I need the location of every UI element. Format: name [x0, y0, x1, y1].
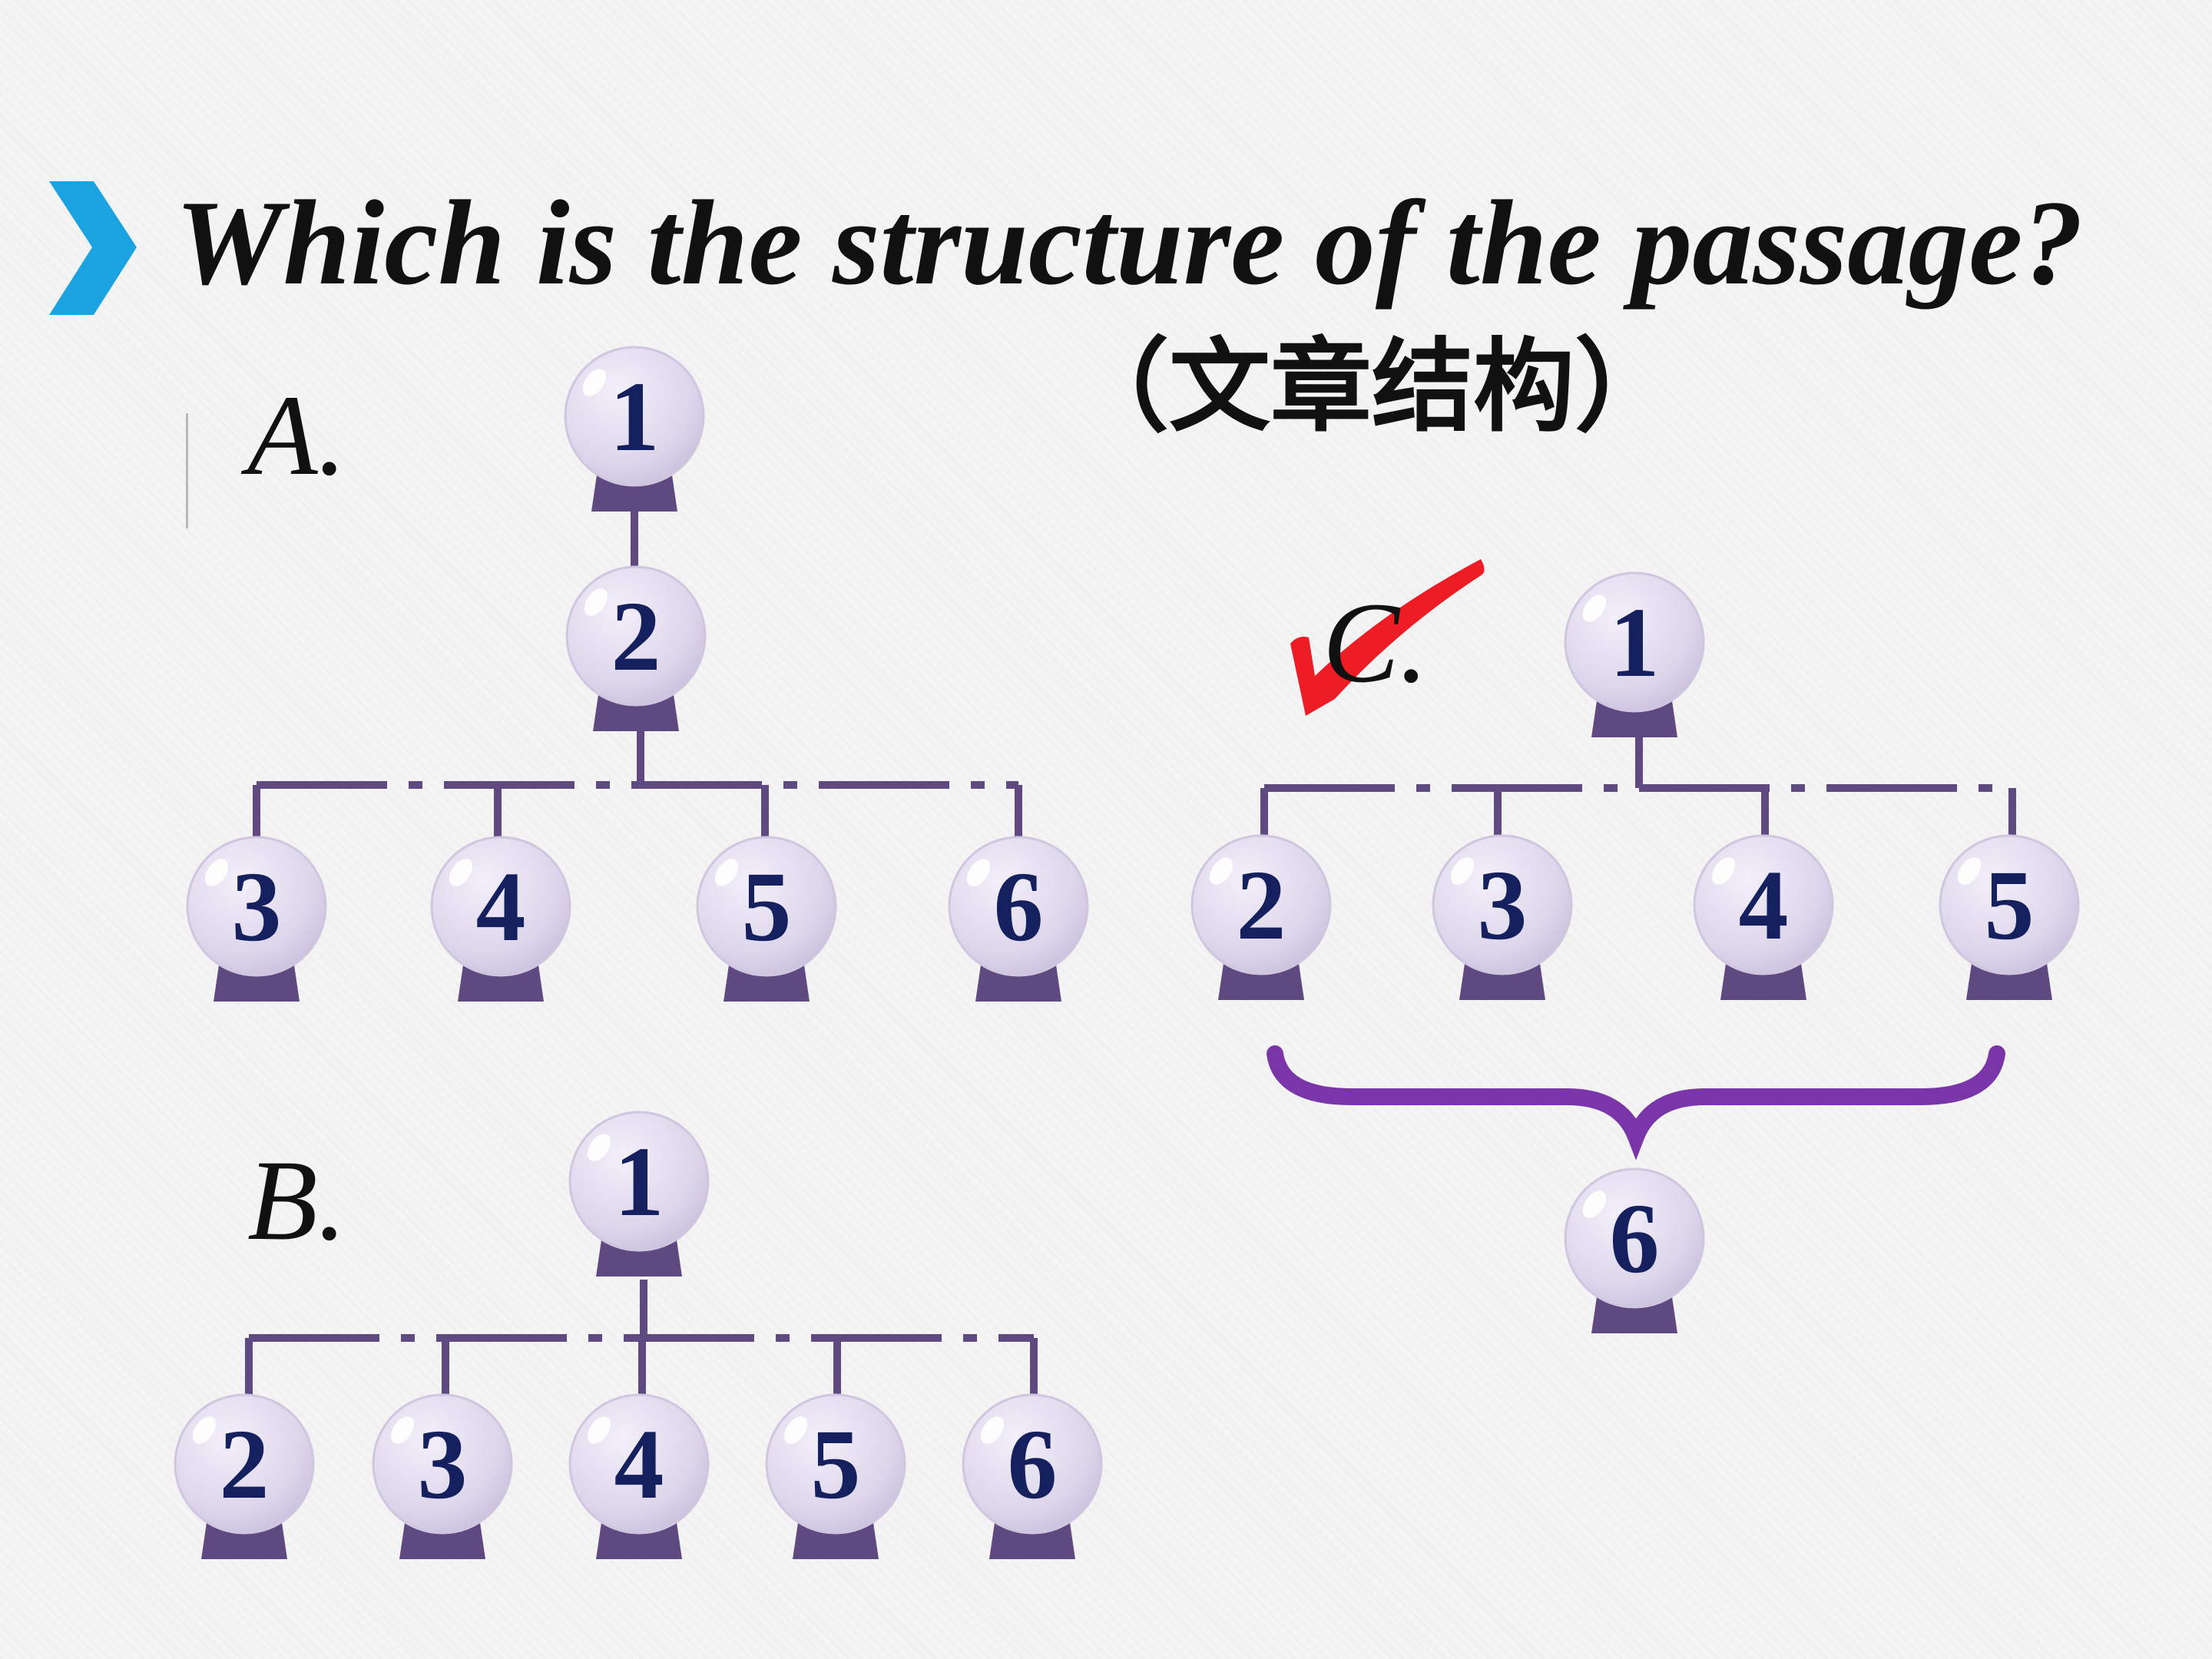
- a-node-leaf-3: 5: [696, 836, 837, 1002]
- option-b-label[interactable]: B.: [247, 1137, 347, 1264]
- node-highlight: [390, 1416, 415, 1444]
- c-node-summary: 6: [1564, 1167, 1705, 1333]
- a-node-leaf-4: 6: [948, 836, 1089, 1002]
- node-number: 1: [614, 1127, 664, 1237]
- node-number: 6: [994, 852, 1044, 962]
- node-highlight: [584, 588, 608, 616]
- check-mark-icon: [1290, 559, 1485, 716]
- c-node-leaf-2: 3: [1432, 834, 1573, 1000]
- node-highlight: [1711, 857, 1736, 885]
- node-number: 2: [1237, 850, 1286, 961]
- slide-title: Which is the structure of the passage?: [175, 176, 2084, 310]
- node-number: 4: [614, 1409, 664, 1520]
- node-number: 5: [811, 1409, 861, 1520]
- node-highlight: [1582, 594, 1607, 622]
- node-highlight: [1209, 857, 1233, 885]
- chevron-right-icon: [49, 181, 137, 315]
- node-highlight: [1957, 857, 1982, 885]
- node-number: 2: [611, 581, 661, 692]
- node-highlight: [1450, 857, 1475, 885]
- node-highlight: [714, 859, 739, 886]
- b-node-leaf-3: 4: [568, 1393, 710, 1559]
- node-number: 6: [1610, 1184, 1660, 1294]
- node-number: 1: [610, 362, 660, 472]
- option-c-label[interactable]: C.: [1323, 579, 1429, 707]
- slide-subtitle: （文章结构）: [1068, 328, 1676, 446]
- curly-brace: [1267, 1045, 2005, 1161]
- a-node-root: 1: [564, 346, 705, 512]
- a-node-leaf-2: 4: [430, 836, 571, 1002]
- node-highlight: [587, 1134, 611, 1161]
- b-node-leaf-5: 6: [962, 1393, 1103, 1559]
- node-highlight: [449, 859, 473, 886]
- node-number: 1: [1610, 588, 1660, 698]
- c-node-leaf-3: 4: [1693, 834, 1834, 1000]
- a-node-middle: 2: [565, 565, 707, 731]
- node-highlight: [204, 859, 229, 886]
- node-highlight: [192, 1416, 217, 1444]
- divider: [186, 413, 188, 528]
- node-number: 2: [220, 1409, 270, 1520]
- node-number: 3: [1478, 850, 1528, 961]
- c-node-root: 1: [1564, 571, 1705, 737]
- b-node-leaf-1: 2: [174, 1393, 315, 1559]
- node-number: 5: [742, 852, 792, 962]
- node-number: 4: [1739, 850, 1789, 961]
- b-node-root: 1: [568, 1111, 710, 1277]
- b-node-leaf-2: 3: [372, 1393, 513, 1559]
- node-number: 6: [1008, 1409, 1058, 1520]
- node-highlight: [587, 1416, 611, 1444]
- node-highlight: [582, 369, 607, 396]
- node-highlight: [1582, 1190, 1607, 1218]
- node-highlight: [980, 1416, 1005, 1444]
- c-node-leaf-1: 2: [1190, 834, 1332, 1000]
- node-highlight: [783, 1416, 808, 1444]
- node-number: 5: [1985, 850, 2035, 961]
- b-node-leaf-4: 5: [765, 1393, 906, 1559]
- option-a-label[interactable]: A.: [247, 372, 347, 499]
- node-number: 3: [232, 852, 282, 962]
- node-number: 4: [476, 852, 526, 962]
- c-node-leaf-4: 5: [1939, 834, 2080, 1000]
- node-highlight: [966, 859, 991, 886]
- a-node-leaf-1: 3: [186, 836, 327, 1002]
- node-number: 3: [418, 1409, 468, 1520]
